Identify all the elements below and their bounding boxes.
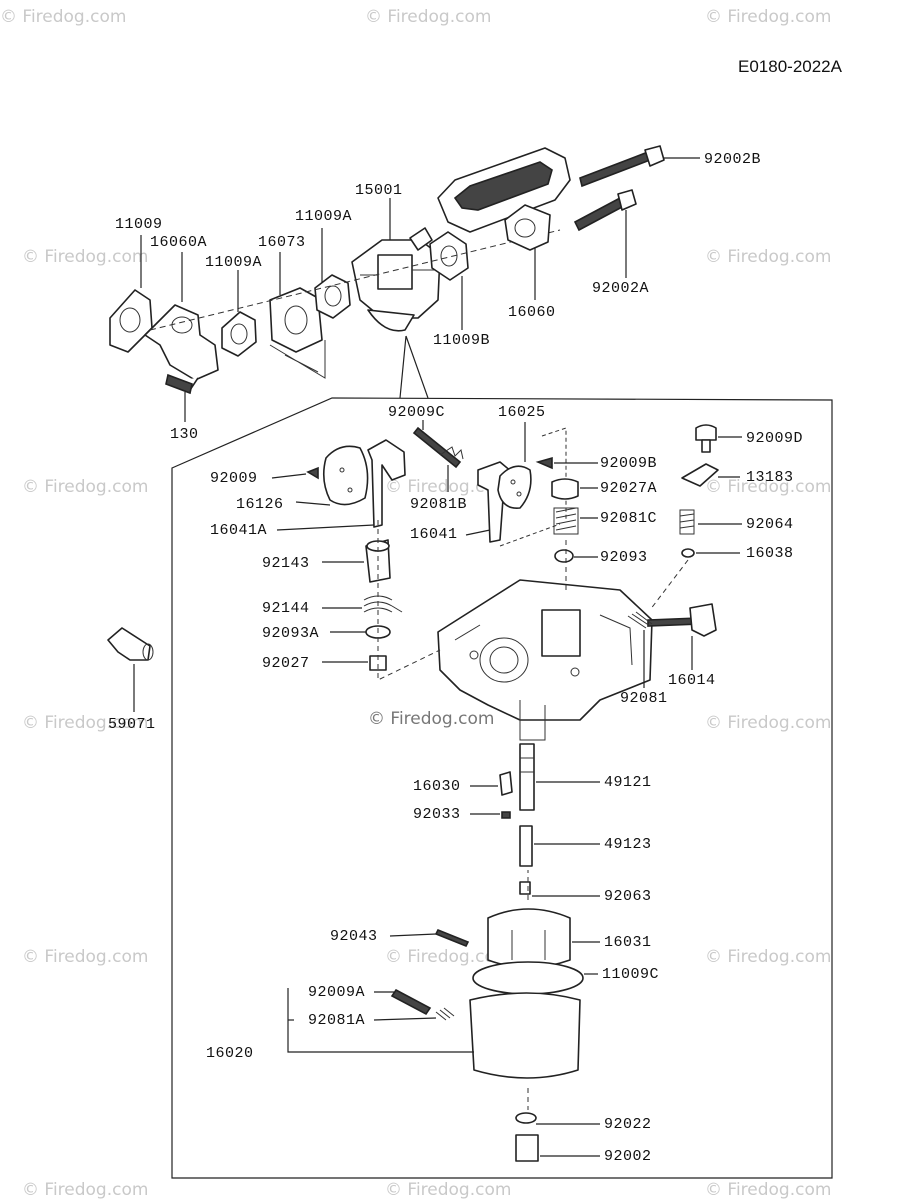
watermark: © Firedog.com — [0, 7, 126, 27]
watermark: © Firedog.com — [705, 247, 831, 267]
detail-frame — [171, 397, 833, 1179]
watermark: © Firedog.com — [705, 1180, 831, 1200]
watermark: © Firedog.com — [22, 713, 148, 733]
part-label: 92143 — [262, 555, 310, 572]
watermark: © Firedog.com — [705, 713, 831, 733]
part-label: 16060 — [508, 304, 556, 321]
part-label: 16014 — [668, 672, 716, 689]
watermark: © Firedog.com — [385, 947, 511, 967]
detail-parts — [107, 424, 719, 1162]
part-label: 16073 — [258, 234, 306, 251]
part-label: 92093 — [600, 549, 648, 566]
part-label: 92009D — [746, 430, 803, 447]
part-label: 130 — [170, 426, 199, 443]
detail-leaders — [133, 420, 742, 1157]
part-label: 92009B — [600, 455, 657, 472]
part-label: 11009A — [295, 208, 352, 225]
watermark: © Firedog.com — [365, 7, 491, 27]
part-label: 16041A — [210, 522, 267, 539]
part-label: 92033 — [413, 806, 461, 823]
part-label: 15001 — [355, 182, 403, 199]
part-label: 92002 — [604, 1148, 652, 1165]
part-label: 92027A — [600, 480, 657, 497]
top-leaders — [140, 157, 700, 422]
part-label: 92002B — [704, 151, 761, 168]
part-label: 16030 — [413, 778, 461, 795]
watermark: © Firedog.com — [22, 947, 148, 967]
leader-carb-detail — [399, 335, 429, 399]
watermark: © Firedog.com — [22, 1180, 148, 1200]
part-label: 92081A — [308, 1012, 365, 1029]
part-label: 11009A — [205, 254, 262, 271]
part-label: 16020 — [206, 1045, 254, 1062]
part-label: 92081B — [410, 496, 467, 513]
part-label: 11009B — [433, 332, 490, 349]
watermark: © Firedog.com — [385, 1180, 511, 1200]
part-label: 16126 — [236, 496, 284, 513]
part-label: 16060A — [150, 234, 207, 251]
part-label: 13183 — [746, 469, 794, 486]
part-label: 92022 — [604, 1116, 652, 1133]
part-label: 49121 — [604, 774, 652, 791]
part-label: 92064 — [746, 516, 794, 533]
part-label: 92027 — [262, 655, 310, 672]
part-label: 92081 — [620, 690, 668, 707]
watermark: © Firedog.com — [22, 477, 148, 497]
part-label: 92093A — [262, 625, 319, 642]
top-labels: 11009 16060A 11009A 16073 11009A 15001 9… — [115, 151, 761, 443]
part-label: 92043 — [330, 928, 378, 945]
part-label: 16038 — [746, 545, 794, 562]
part-label: 92009 — [210, 470, 258, 487]
part-label: 59071 — [108, 716, 156, 733]
watermark-center: © Firedog.com — [368, 709, 494, 729]
part-label: 16025 — [498, 404, 546, 421]
part-label: 92063 — [604, 888, 652, 905]
part-label: 92144 — [262, 600, 310, 617]
watermark: © Firedog.com — [705, 7, 831, 27]
part-label: 16031 — [604, 934, 652, 951]
watermarks: © Firedog.com © Firedog.com © Firedog.co… — [0, 7, 831, 1200]
part-label: 16041 — [410, 526, 458, 543]
part-label: 49123 — [604, 836, 652, 853]
watermark: © Firedog.com — [705, 947, 831, 967]
part-label: 11009 — [115, 216, 163, 233]
part-label: 92002A — [592, 280, 649, 297]
watermark: © Firedog.com — [22, 247, 148, 267]
detail-labels: 92009C 16025 92009D 92009 16126 16041A 9… — [108, 404, 803, 1165]
part-label: 92081C — [600, 510, 657, 527]
part-label: 11009C — [602, 966, 659, 983]
diagram-code: E0180-2022A — [738, 57, 843, 76]
watermark: © Firedog.com — [705, 477, 831, 497]
part-label: 92009A — [308, 984, 365, 1001]
part-label: 92009C — [388, 404, 445, 421]
intake-assembly — [109, 145, 665, 395]
